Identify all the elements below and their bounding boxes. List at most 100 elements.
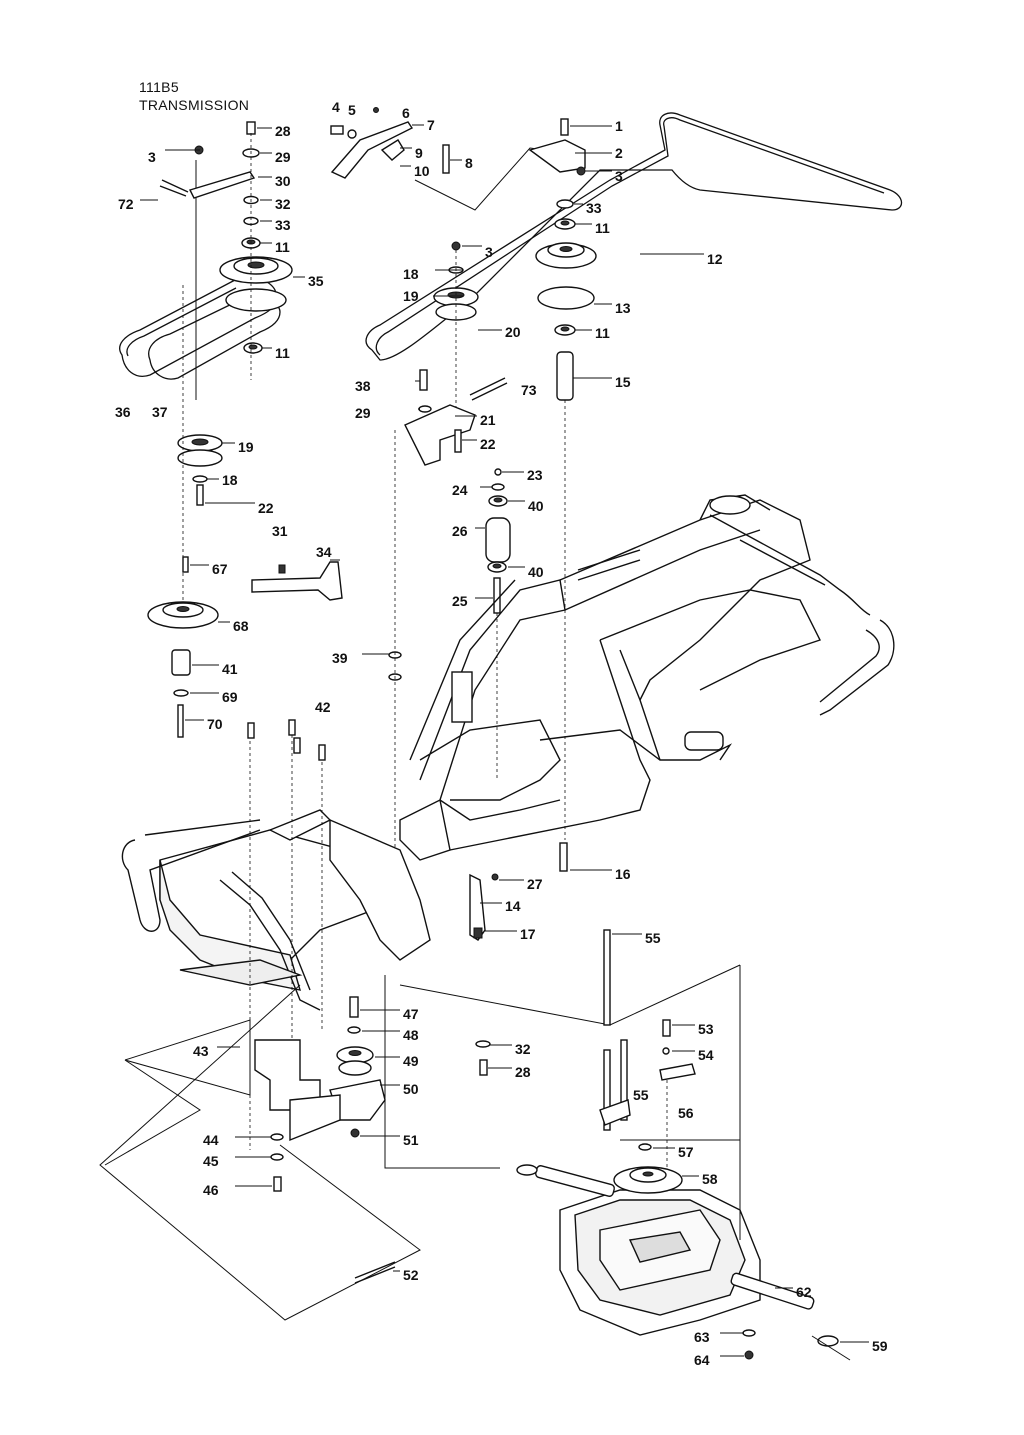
callout-number: 63 [694, 1329, 710, 1345]
callout-number: 43 [193, 1043, 209, 1059]
callout-number: 54 [698, 1047, 714, 1063]
callout-29: 29 [260, 149, 291, 165]
callout-72: 72 [118, 196, 158, 212]
callout-number: 15 [615, 374, 631, 390]
callout-number: 52 [403, 1267, 419, 1283]
callout-number: 7 [427, 117, 435, 133]
callout-56: 56 [678, 1105, 694, 1121]
callout-number: 69 [222, 689, 238, 705]
callout-30: 30 [258, 173, 291, 189]
callout-number: 40 [528, 498, 544, 514]
transaxle-62 [535, 1165, 815, 1336]
callout-number: 53 [698, 1021, 714, 1037]
callout-33: 33 [260, 217, 291, 233]
bolt-55-a [603, 1049, 611, 1131]
callout-number: 33 [586, 200, 602, 216]
callout-number: 30 [275, 173, 291, 189]
pin-67 [182, 556, 189, 573]
callout-number: 39 [332, 650, 348, 666]
callout-42: 42 [315, 699, 331, 715]
callout-number: 46 [203, 1182, 219, 1198]
callout-number: 33 [275, 217, 291, 233]
callout-number: 6 [402, 105, 410, 121]
callout-number: 13 [615, 300, 631, 316]
callout-14: 14 [480, 898, 521, 914]
callout-8: 8 [450, 155, 473, 171]
bearing-11-right-bottom [554, 324, 576, 336]
bolt-70 [177, 704, 184, 738]
bracket-assembly-7 [330, 107, 450, 179]
screw-27 [491, 873, 499, 881]
washer-54 [662, 1047, 670, 1055]
callout-6: 6 [402, 105, 410, 121]
callout-number: 67 [212, 561, 228, 577]
bolt-4 [330, 125, 344, 135]
mower-belt-37 [148, 297, 281, 380]
front-bumper-assembly [121, 809, 431, 1011]
callout-9: 9 [400, 145, 423, 161]
callout-number: 31 [272, 523, 288, 539]
idler-pulley-19-left [177, 434, 223, 467]
bolt-38 [419, 369, 428, 391]
callout-number: 64 [694, 1352, 710, 1368]
callout-73: 73 [521, 382, 537, 398]
callout-number: 2 [615, 145, 623, 161]
frame-plate [451, 671, 473, 723]
callout-number: 56 [678, 1105, 694, 1121]
callout-51: 51 [360, 1132, 419, 1148]
callout-number: 17 [520, 926, 536, 942]
pulley-49 [336, 1046, 374, 1076]
callout-number: 23 [527, 467, 543, 483]
callout-67: 67 [190, 561, 228, 577]
callout-22: 22 [205, 500, 274, 516]
callout-16: 16 [570, 866, 631, 882]
callout-3: 3 [462, 244, 493, 260]
diagram-title: TRANSMISSION [139, 97, 250, 113]
callout-19: 19 [222, 439, 254, 455]
bushing-41 [171, 649, 191, 676]
callout-29: 29 [355, 405, 420, 421]
callout-35: 35 [293, 273, 324, 289]
callout-number: 55 [633, 1087, 649, 1103]
callout-40: 40 [508, 498, 544, 514]
callout-number: 4 [332, 99, 340, 115]
callout-18: 18 [403, 266, 463, 282]
callout-41: 41 [192, 661, 238, 677]
arm-30 [189, 171, 256, 199]
callout-11: 11 [575, 325, 610, 341]
callout-number: 26 [452, 523, 468, 539]
bolt-22-left [196, 484, 204, 506]
callout-48: 48 [362, 1027, 419, 1043]
spring-72 [159, 179, 189, 197]
callout-4: 4 [332, 99, 340, 115]
callout-47: 47 [360, 1006, 419, 1022]
callout-number: 38 [355, 378, 371, 394]
bolt-42-b [288, 719, 296, 736]
callout-7: 7 [412, 117, 435, 133]
callout-number: 3 [485, 244, 493, 260]
callout-number: 18 [222, 472, 238, 488]
callout-number: 19 [403, 288, 419, 304]
callout-23: 23 [502, 467, 543, 483]
bolt-53 [662, 1019, 671, 1037]
callout-number: 51 [403, 1132, 419, 1148]
callout-21: 21 [455, 412, 496, 428]
callout-24: 24 [452, 482, 492, 498]
bolt-46 [273, 1176, 282, 1192]
bolt-22-mid [454, 429, 462, 453]
washer-33-right [556, 199, 574, 209]
callout-number: 28 [515, 1064, 531, 1080]
callout-40: 40 [508, 564, 544, 580]
callout-64: 64 [694, 1352, 744, 1368]
callout-number: 45 [203, 1153, 219, 1169]
rod-34 [251, 561, 343, 601]
callout-18: 18 [207, 472, 238, 488]
callout-number: 29 [355, 405, 371, 421]
callout-39: 39 [332, 650, 390, 666]
callout-number: 68 [233, 618, 249, 634]
spring-8 [442, 144, 450, 174]
callout-3: 3 [585, 168, 623, 184]
key-57 [638, 1143, 652, 1151]
